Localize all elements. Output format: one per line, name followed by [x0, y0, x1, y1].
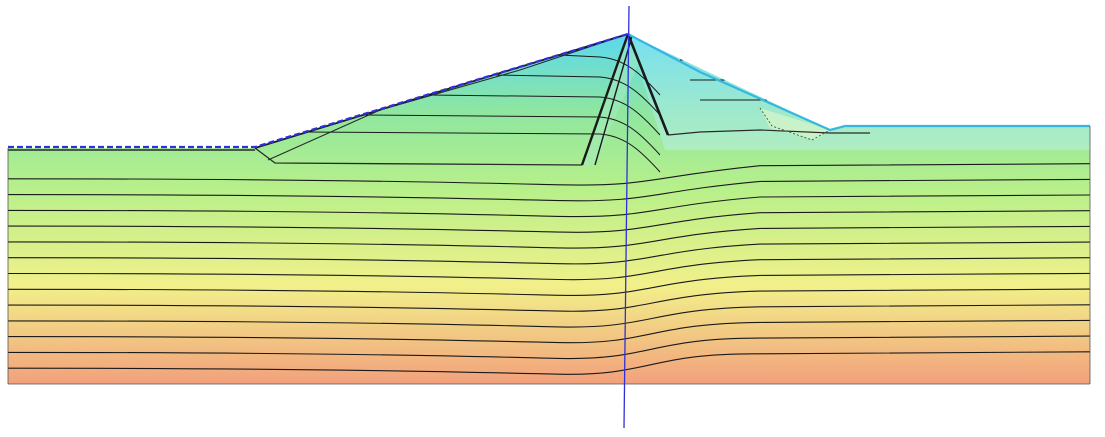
upstream-inner-slope: [267, 33, 629, 161]
dam-contour-line: [428, 94, 661, 136]
contour-line: [8, 319, 1090, 344]
contour-line: [8, 257, 1090, 281]
contour-line: [8, 178, 1090, 202]
upstream-face-line: [8, 32, 629, 149]
contour-line: [8, 163, 1090, 186]
core-zone: [582, 34, 668, 165]
dam-contour-line: [307, 131, 661, 173]
core-inner-wall: [594, 35, 633, 166]
contour-line: [8, 304, 1090, 328]
contour-line: [8, 194, 1090, 218]
dam-structure-outlines: [7, 32, 1091, 385]
downstream-berm-line: [667, 129, 870, 136]
vertical-section-line: [623, 5, 630, 429]
core-downstream-wall: [626, 33, 670, 136]
contour-line: [8, 241, 1090, 265]
downstream-surface-line: [627, 33, 1090, 132]
contour-lines: [8, 54, 1090, 375]
upstream-toe-line: [254, 147, 583, 166]
contour-line: [8, 288, 1090, 312]
core-upstream-wall: [580, 33, 630, 166]
dam-contour-line: [493, 74, 661, 116]
contour-line: [8, 351, 1090, 375]
contour-line: [8, 335, 1090, 360]
contour-line: [8, 272, 1090, 296]
dam-and-foundation-body: [8, 34, 1090, 384]
contour-line: [8, 210, 1090, 233]
downstream-shell-zone: [628, 34, 1090, 150]
contour-line: [8, 225, 1090, 249]
